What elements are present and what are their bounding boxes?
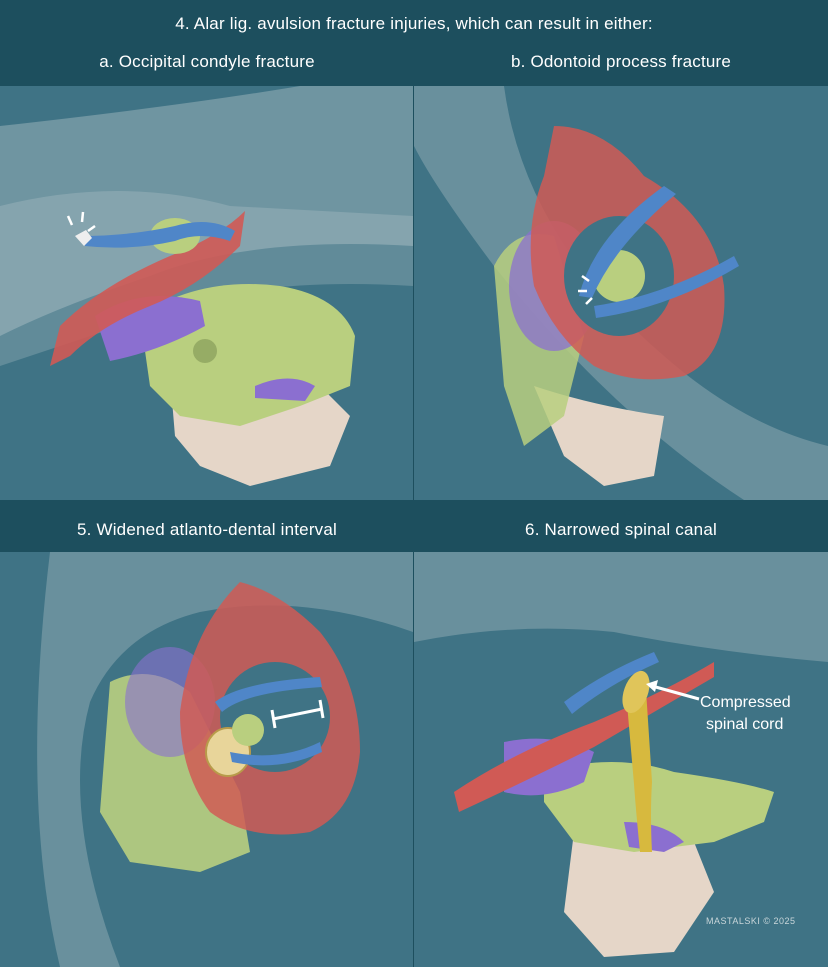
panel-b-title: b. Odontoid process fracture	[510, 52, 732, 71]
panel-c-title: 5. Widened atlanto-dental interval	[76, 520, 338, 539]
illustration-atlanto-dental-interval	[37, 552, 413, 967]
panel-odontoid-process-fracture	[414, 86, 828, 500]
panel-d-title: 6. Narrowed spinal canal	[525, 520, 717, 539]
panel-narrowed-spinal-canal: Compressed spinal cord MASTALSKI © 2025	[414, 552, 828, 967]
main-title: 4. Alar lig. avulsion fracture injuries,…	[175, 14, 653, 33]
illustration-occipital-condyle	[0, 86, 413, 486]
panel-widened-atlanto-dental-interval	[0, 552, 413, 967]
panel-a-title: a. Occipital condyle fracture	[99, 52, 315, 71]
panel-occipital-condyle-fracture	[0, 86, 413, 500]
illustration-spinal-canal	[414, 552, 828, 957]
artist-signature: MASTALSKI © 2025	[706, 916, 796, 926]
annotation-spinal-cord: spinal cord	[706, 716, 784, 733]
illustration-odontoid-process	[414, 86, 828, 500]
annotation-compressed: Compressed	[700, 694, 791, 711]
